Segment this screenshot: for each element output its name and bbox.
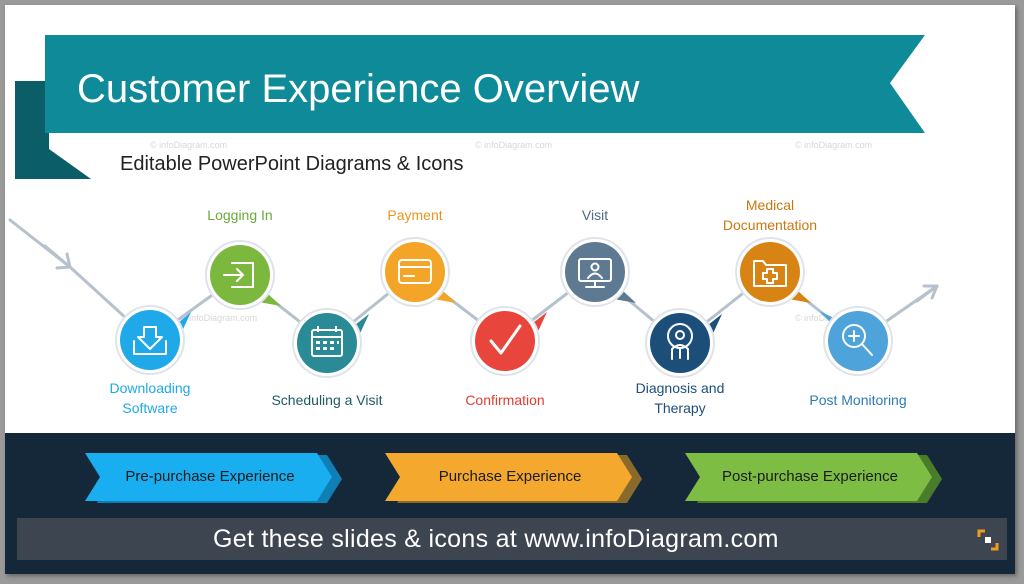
page-title: Customer Experience Overview [77, 67, 640, 111]
step-label: Scheduling a Visit [271, 392, 383, 408]
medical-folder-icon [753, 260, 787, 287]
watermark: © infoDiagram.com [180, 313, 258, 323]
phase-pre-purchase [85, 453, 342, 503]
phase-label-pre-purchase: Pre-purchase Experience [125, 468, 295, 485]
step-label: Logging In [207, 207, 273, 223]
watermark: © infoDiagram.com [475, 140, 553, 150]
start-arrow [43, 244, 72, 270]
bottom-panel: Pre-purchase Experience Purchase Experie… [5, 433, 1015, 574]
slide: Customer Experience Overview Editable Po… [5, 5, 1015, 574]
infodiagram-logo-icon [977, 529, 999, 551]
banner-fold [15, 81, 91, 179]
step-diagnosis-therapy [645, 308, 722, 378]
footer-bar: Get these slides & icons at www.infoDiag… [17, 518, 1007, 560]
step-scheduling-visit [292, 308, 369, 378]
doctor-icon [667, 323, 693, 360]
page-subtitle: Editable PowerPoint Diagrams & Icons [120, 153, 464, 175]
step-label: Visit [581, 207, 609, 223]
watermark: © infoDiagram.com [150, 140, 228, 150]
calendar-icon [311, 326, 343, 357]
watermark: © infoDiagram.com [795, 140, 873, 150]
step-payment [380, 237, 456, 307]
step-post-monitoring [819, 306, 893, 376]
phase-label-purchase: Purchase Experience [438, 468, 582, 485]
download-icon [133, 326, 167, 355]
phase-post-purchase [685, 453, 942, 503]
phase-label-post-purchase: Post-purchase Experience [722, 468, 898, 485]
step-label: Payment [387, 207, 443, 223]
checkmark-icon [489, 324, 522, 355]
end-arrow [915, 284, 939, 303]
step-logging-in [205, 240, 281, 310]
step-confirmation [470, 306, 547, 376]
login-icon [223, 262, 254, 288]
step-medical-documentation [735, 237, 811, 307]
footer-text: Get these slides & icons at www.infoDiag… [213, 525, 779, 553]
step-label: Confirmation [465, 392, 545, 408]
monitor-user-icon [578, 258, 612, 288]
phase-purchase [385, 453, 642, 503]
journey-diagram [8, 218, 939, 378]
step-visit [560, 237, 636, 307]
title-banner [15, 35, 925, 179]
step-label: Post Monitoring [809, 392, 907, 408]
step-downloading-software [115, 305, 191, 375]
medical-search-icon [842, 324, 873, 356]
credit-card-icon [398, 259, 432, 284]
banner-ribbon [45, 35, 925, 133]
phase-arrows [85, 453, 942, 503]
